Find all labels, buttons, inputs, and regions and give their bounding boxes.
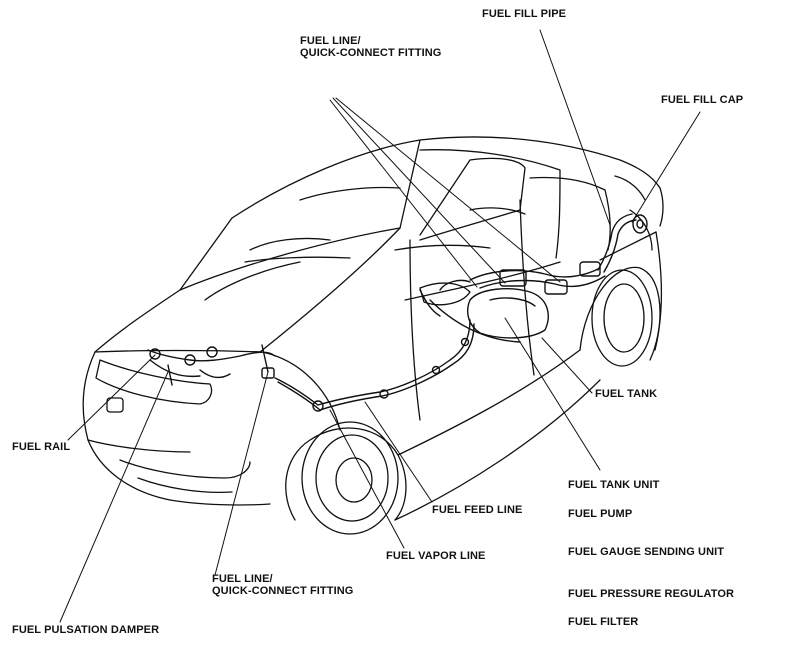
label-fuel-fill-pipe: FUEL FILL PIPE [482, 8, 567, 20]
car-body-outline [82, 136, 664, 535]
label-fuel-rail: FUEL RAIL [12, 441, 71, 453]
label-fuel-feed-line: FUEL FEED LINE [432, 504, 523, 516]
label-fuel-filter: FUEL FILTER [568, 616, 639, 628]
label-fuel-pulsation-damper: FUEL PULSATION DAMPER [12, 624, 160, 636]
label-fuel-tank: FUEL TANK [595, 388, 658, 400]
label-fuel-line-top-1: FUEL LINE/ [300, 35, 361, 47]
label-fuel-pressure-regulator: FUEL PRESSURE REGULATOR [568, 588, 735, 600]
label-fuel-vapor-line: FUEL VAPOR LINE [386, 550, 486, 562]
label-fuel-pump: FUEL PUMP [568, 508, 633, 520]
label-fuel-line-bottom-2: QUICK-CONNECT FITTING [212, 585, 354, 597]
label-fuel-fill-cap: FUEL FILL CAP [661, 94, 744, 106]
leader-lines [59, 29, 701, 623]
fuel-system-parts [147, 213, 648, 412]
label-fuel-tank-unit: FUEL TANK UNIT [568, 479, 660, 491]
label-fuel-line-top-2: QUICK-CONNECT FITTING [300, 47, 442, 59]
label-fuel-line-bottom-1: FUEL LINE/ [212, 573, 273, 585]
label-fuel-gauge-sending-unit: FUEL GAUGE SENDING UNIT [568, 546, 725, 558]
